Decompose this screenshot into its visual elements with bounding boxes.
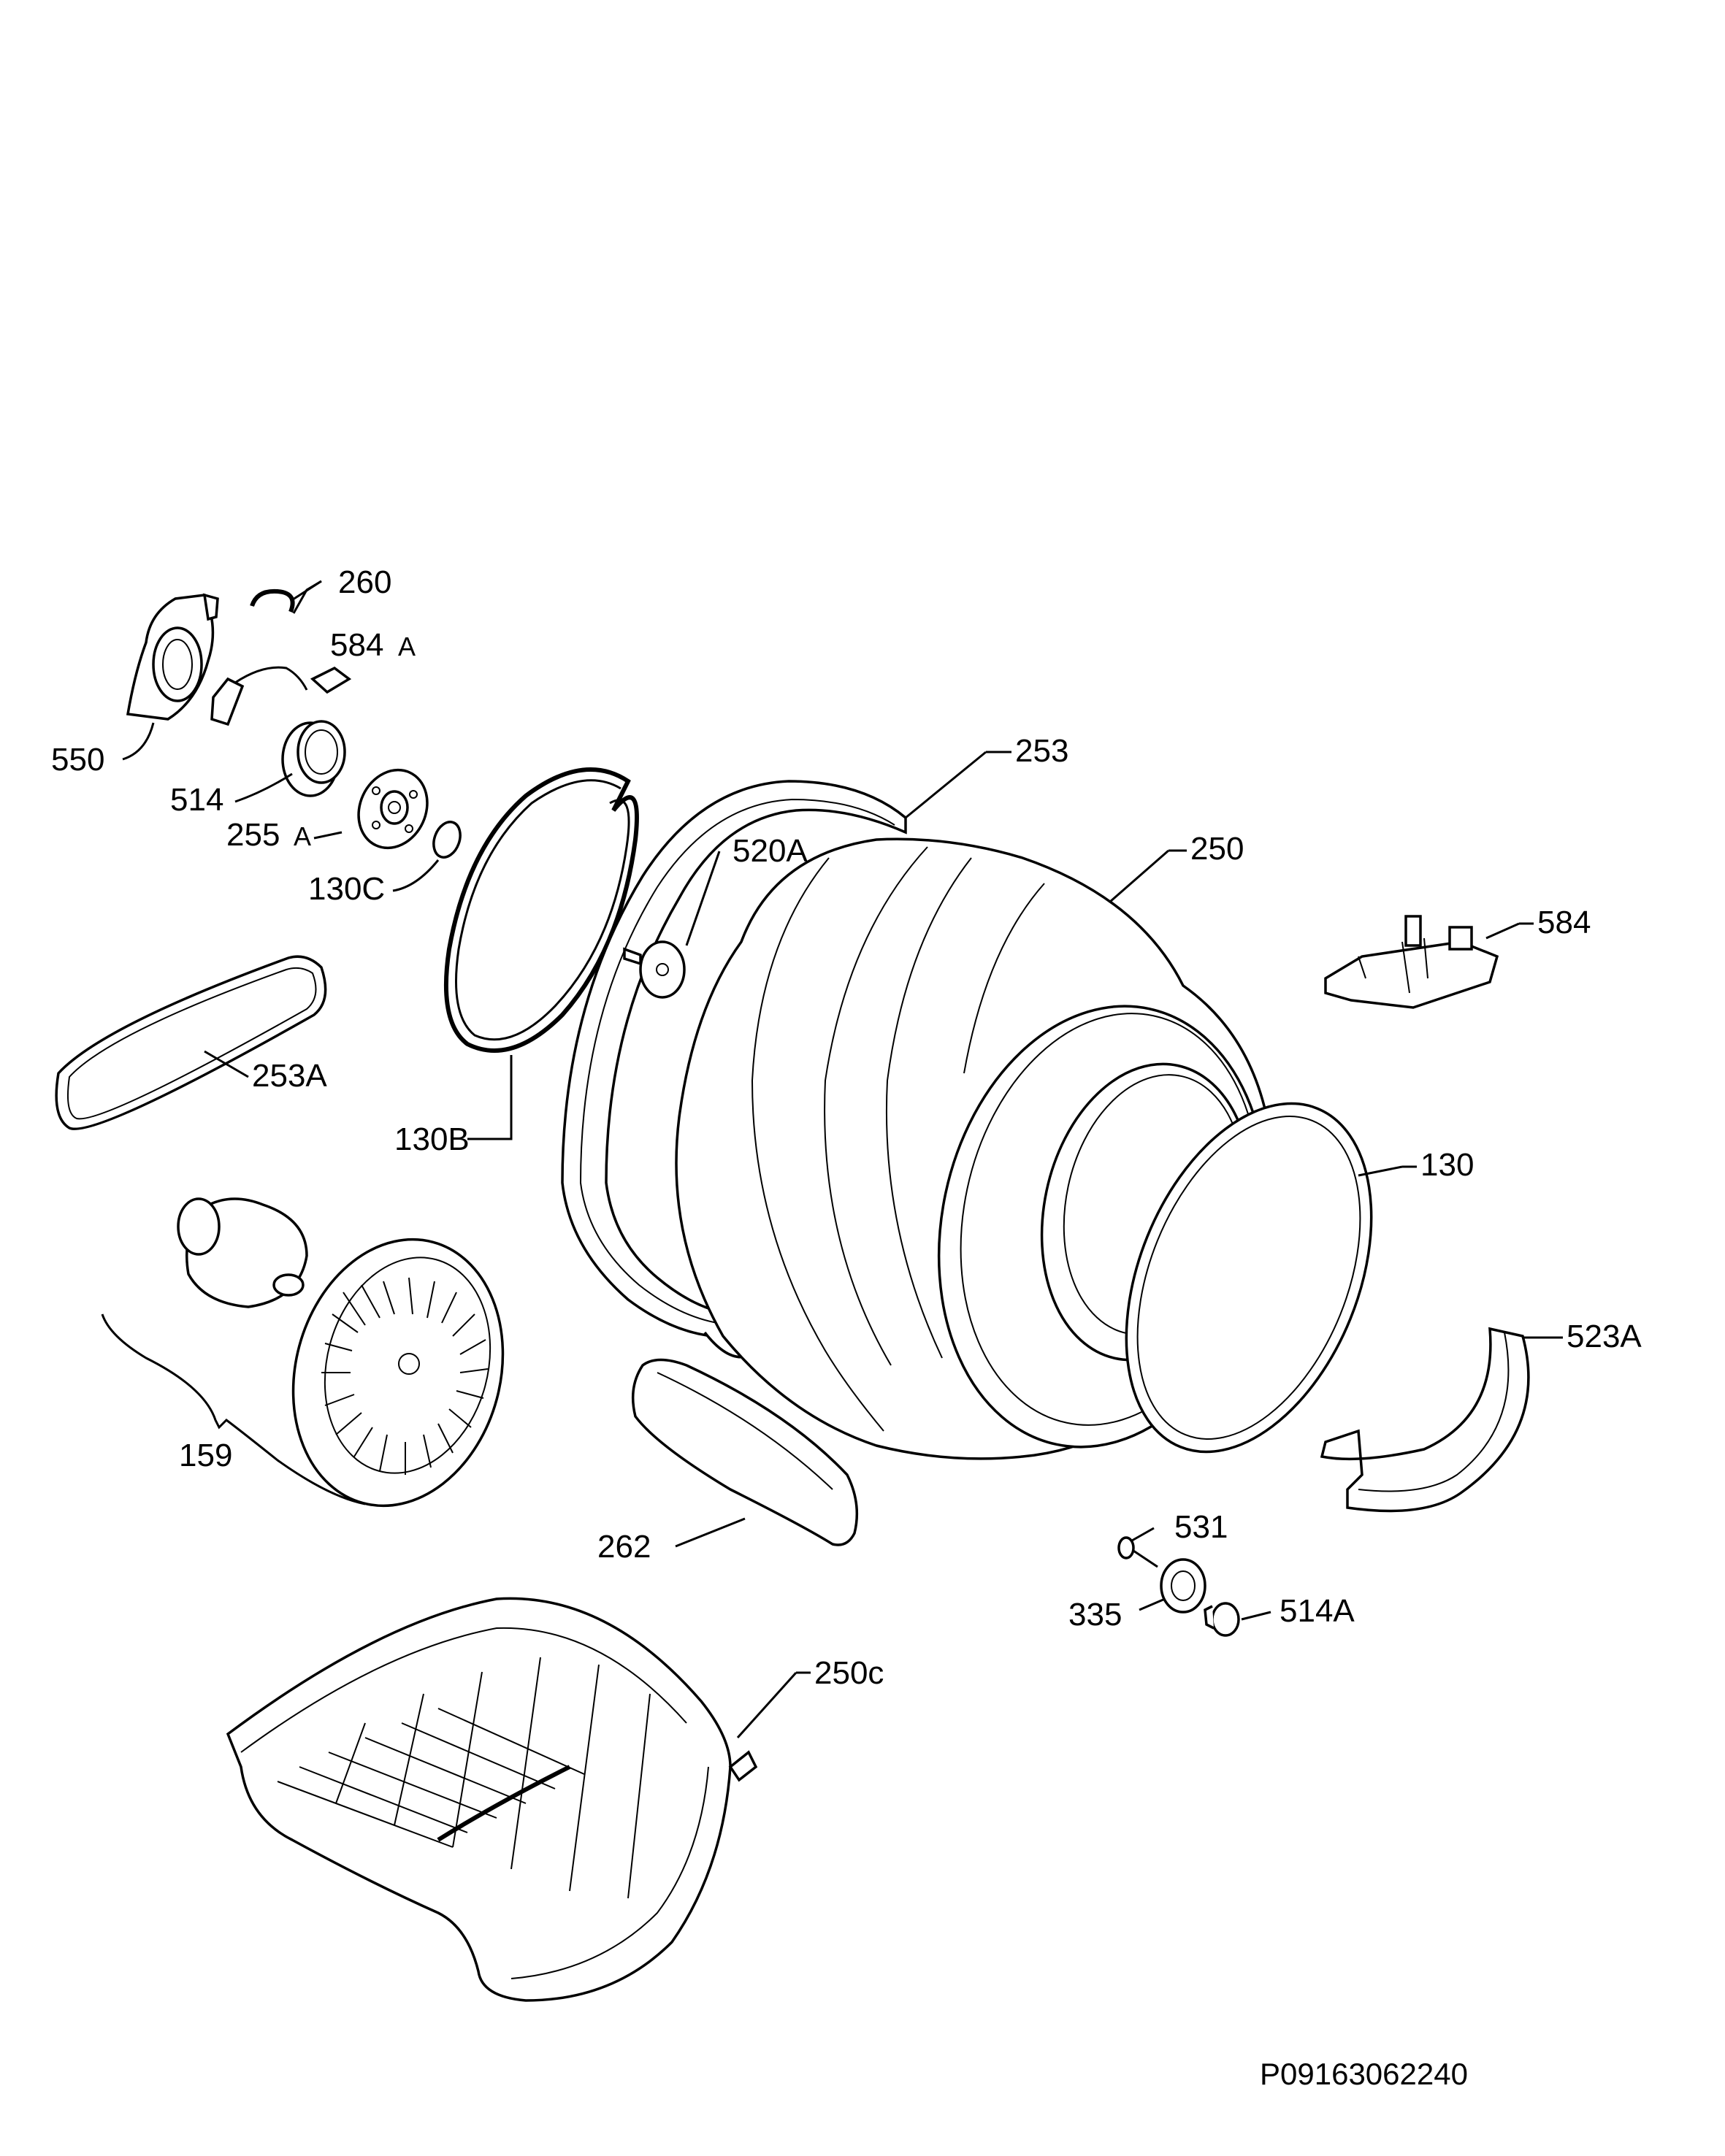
part-335-pulley xyxy=(1160,1558,1206,1614)
part-253A-drive-belt xyxy=(55,955,327,1130)
part-130B-rear-seal xyxy=(443,767,639,1140)
label-250c: 250c xyxy=(814,1655,884,1691)
part-584A-sensor xyxy=(210,666,352,726)
part-260-wire-clip xyxy=(250,580,322,614)
label-260: 260 xyxy=(338,564,391,600)
part-531-screw xyxy=(1117,1536,1158,1568)
part-255A-flange xyxy=(357,768,429,850)
part-584-sensor-block xyxy=(1324,915,1499,1009)
label-255A: 255 xyxy=(226,817,280,853)
part-159-fan-assembly xyxy=(101,1197,505,1508)
part-550-bearing-bracket xyxy=(126,593,219,721)
part-514-bearing xyxy=(281,720,346,797)
part-262-duct-cover xyxy=(631,1358,859,1546)
drawing-code: P09163062240 xyxy=(1260,2057,1468,2091)
label-130C: 130C xyxy=(308,871,385,907)
label-584: 584 xyxy=(1537,905,1591,940)
label-253: 253 xyxy=(1015,733,1068,769)
part-523A-support-slide xyxy=(1320,1327,1530,1513)
leader-lines xyxy=(122,580,1563,1739)
label-523A: 523A xyxy=(1567,1319,1642,1354)
label-159: 159 xyxy=(179,1438,232,1473)
label-514A: 514A xyxy=(1280,1593,1355,1629)
label-335: 335 xyxy=(1068,1597,1122,1633)
label-255A-suffix: A xyxy=(294,821,311,851)
label-262: 262 xyxy=(597,1529,651,1565)
part-130-front-seal xyxy=(1125,1102,1373,1454)
label-520A: 520A xyxy=(733,833,808,869)
part-labels: 260 584 A 550 514 255 A 130C 253 520A 25… xyxy=(51,564,1642,2091)
label-584A: 584 xyxy=(330,627,383,663)
part-514A-bush xyxy=(1204,1602,1240,1637)
label-514: 514 xyxy=(170,782,223,818)
part-250c-filter-basket xyxy=(226,1597,758,2002)
label-253A: 253A xyxy=(252,1058,327,1094)
label-130B: 130B xyxy=(394,1121,470,1157)
label-531: 531 xyxy=(1174,1509,1228,1545)
label-584A-suffix: A xyxy=(398,632,416,661)
part-520A-spider xyxy=(623,940,686,999)
label-250: 250 xyxy=(1190,831,1244,867)
label-550: 550 xyxy=(51,742,104,778)
label-130: 130 xyxy=(1420,1147,1474,1183)
part-130C-circlip xyxy=(432,821,462,859)
